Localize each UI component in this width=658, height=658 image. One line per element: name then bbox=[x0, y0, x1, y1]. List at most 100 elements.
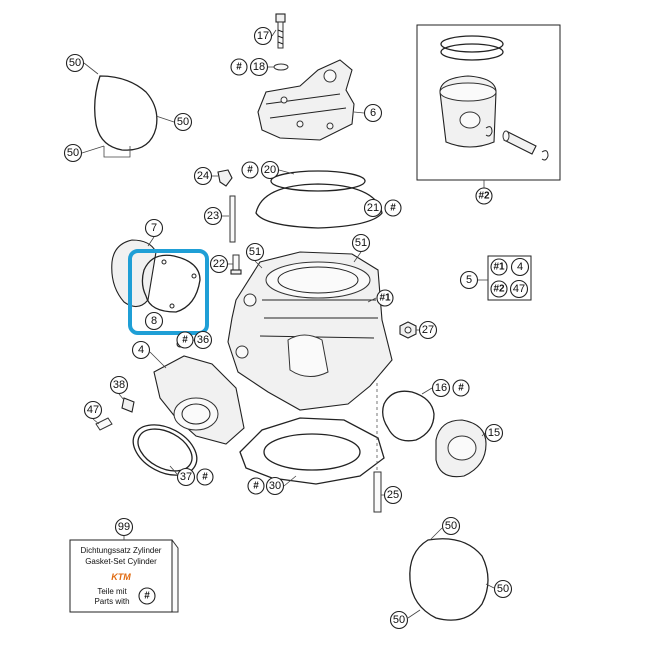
callout-c21: 21 bbox=[363, 198, 383, 218]
side-cover-gasket bbox=[382, 387, 487, 478]
callout-c50d: 50 bbox=[441, 516, 461, 536]
hash-badge-h21: # bbox=[384, 199, 402, 217]
hash-badge-label: #2 bbox=[493, 284, 505, 295]
hash-badge-h1b: #1 bbox=[376, 289, 394, 307]
stud-and-fitting bbox=[212, 169, 236, 243]
callout-label: 36 bbox=[197, 334, 209, 346]
cylinder-head bbox=[257, 59, 365, 141]
stud-25 bbox=[373, 380, 384, 513]
callout-c37: 37 bbox=[176, 467, 196, 487]
callout-c15: 15 bbox=[484, 423, 504, 443]
hash-badge-label: # bbox=[236, 62, 242, 73]
cylinder-block bbox=[227, 251, 393, 411]
callout-c7: 7 bbox=[144, 218, 164, 238]
hash-badge-h18: # bbox=[230, 58, 248, 76]
base-gasket bbox=[239, 417, 385, 487]
hash-badge-h36: # bbox=[176, 331, 194, 349]
callout-label: 50 bbox=[497, 583, 509, 595]
callout-label: 16 bbox=[435, 382, 447, 394]
callout-label: 51 bbox=[355, 237, 367, 249]
callout-label: 99 bbox=[118, 521, 130, 533]
callout-c38: 38 bbox=[109, 375, 129, 395]
hash-badge-h2: #2 bbox=[475, 187, 493, 205]
callout-label: 4 bbox=[517, 261, 523, 273]
head-bolt bbox=[268, 13, 289, 71]
callout-label: 6 bbox=[370, 107, 376, 119]
hash-badge-label: # bbox=[202, 472, 208, 483]
callout-c18: 18 bbox=[249, 57, 269, 77]
callout-label: 21 bbox=[367, 202, 379, 214]
kit-logo: KTM bbox=[111, 572, 131, 582]
hash-badge-h1a: #1 bbox=[490, 258, 508, 276]
callout-c47b: 47 bbox=[83, 400, 103, 420]
callout-c16: 16 bbox=[431, 378, 451, 398]
callout-c99: 99 bbox=[114, 517, 134, 537]
callout-label: 15 bbox=[488, 427, 500, 439]
callout-label: 51 bbox=[249, 246, 261, 258]
hash-badge-label: # bbox=[182, 335, 188, 346]
callout-label: 23 bbox=[207, 210, 219, 222]
hash-badge-h99: # bbox=[138, 587, 156, 605]
hash-badge-label: #2 bbox=[478, 191, 490, 202]
callout-label: 7 bbox=[151, 222, 157, 234]
piston-kit-frame bbox=[416, 24, 561, 189]
hash-badge-label: # bbox=[144, 591, 150, 602]
intake-flange bbox=[149, 339, 245, 445]
callout-c47a: 47 bbox=[509, 279, 529, 299]
callout-label: 18 bbox=[253, 61, 265, 73]
bottom-right-gasket bbox=[407, 527, 495, 621]
kit-line-3: Teile mit bbox=[97, 587, 127, 596]
callout-layer: 17 18 6 50 50 50 20 24 21 23 7 51 51 22 4 5 47 8 27 36 4 38 16… bbox=[63, 26, 530, 630]
hash-badge-label: #1 bbox=[379, 293, 391, 304]
callout-c50f: 50 bbox=[389, 610, 409, 630]
callout-label: 4 bbox=[138, 344, 144, 356]
callout-label: 50 bbox=[69, 57, 81, 69]
callout-c51b: 51 bbox=[351, 233, 371, 253]
callout-label: 47 bbox=[513, 283, 525, 295]
callout-label: 50 bbox=[445, 520, 457, 532]
callout-c4a: 4 bbox=[510, 257, 530, 277]
callout-label: 24 bbox=[197, 170, 209, 182]
hash-badge-label: # bbox=[458, 383, 464, 394]
head-o-rings bbox=[255, 169, 383, 229]
callout-label: 25 bbox=[387, 489, 399, 501]
callout-c50c: 50 bbox=[63, 143, 83, 163]
hash-badge-layer: # # # #2 #1 #2 #1 # # # # # bbox=[138, 58, 508, 605]
highlight-box bbox=[128, 249, 209, 335]
hash-badge-h2b: #2 bbox=[490, 280, 508, 298]
callout-c24: 24 bbox=[193, 166, 213, 186]
callout-label: 27 bbox=[422, 324, 434, 336]
hash-badge-h30: # bbox=[247, 477, 265, 495]
callout-label: 37 bbox=[180, 471, 192, 483]
callout-label: 50 bbox=[67, 147, 79, 159]
hash-badge-label: # bbox=[247, 165, 253, 176]
kit-line-4: Parts with bbox=[94, 597, 129, 606]
hash-badge-h20: # bbox=[241, 161, 259, 179]
left-gasket bbox=[81, 62, 175, 158]
callout-c27: 27 bbox=[418, 320, 438, 340]
callout-label: 17 bbox=[257, 30, 269, 42]
callout-c17: 17 bbox=[253, 26, 273, 46]
callout-label: 50 bbox=[393, 614, 405, 626]
callout-c36: 36 bbox=[193, 330, 213, 350]
hash-badge-h37: # bbox=[196, 468, 214, 486]
callout-c30: 30 bbox=[265, 476, 285, 496]
callout-c50e: 50 bbox=[493, 579, 513, 599]
callout-c51a: 51 bbox=[245, 242, 265, 262]
callout-label: 5 bbox=[466, 274, 472, 286]
hash-badge-h16: # bbox=[452, 379, 470, 397]
hash-badge-label: #1 bbox=[493, 262, 505, 273]
callout-label: 22 bbox=[213, 258, 225, 270]
callout-label: 8 bbox=[151, 315, 157, 327]
callout-label: 20 bbox=[264, 164, 276, 176]
nut-27 bbox=[399, 321, 419, 339]
callout-label: 47 bbox=[87, 404, 99, 416]
screw-22 bbox=[228, 254, 242, 275]
set-box bbox=[478, 255, 532, 301]
callout-c4b: 4 bbox=[131, 340, 151, 360]
hash-badge-label: # bbox=[390, 203, 396, 214]
callout-label: 38 bbox=[113, 379, 125, 391]
callout-c25: 25 bbox=[383, 485, 403, 505]
callout-c22: 22 bbox=[209, 254, 229, 274]
